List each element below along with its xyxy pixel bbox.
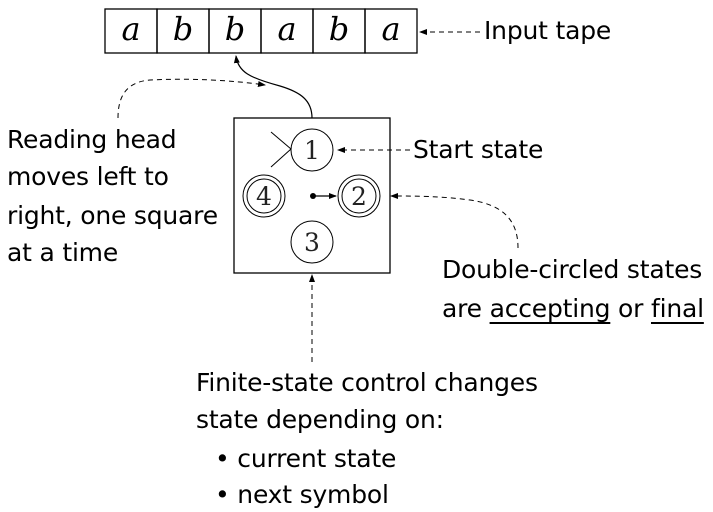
reading-head-line-2: moves left to (7, 162, 169, 191)
tape-symbol: b (225, 10, 245, 48)
bullet-text: next symbol (237, 480, 389, 509)
start-arrow-icon (270, 131, 292, 168)
state-3-label: 3 (304, 228, 320, 257)
bullet-icon: • (215, 444, 230, 473)
tape-cell: a (260, 8, 314, 54)
finite-control-line-1: Finite-state control changes (196, 368, 538, 397)
reading-head-line-3: right, one square (7, 201, 218, 230)
bullet-icon: • (215, 480, 230, 509)
reading-head-line-1: Reading head (7, 125, 177, 154)
reading-head-connector (233, 55, 313, 119)
final-term: final (650, 294, 704, 323)
double-circled-line-2: are accepting or final (442, 292, 704, 326)
are-text: are (442, 294, 490, 323)
start-state-label: Start state (413, 135, 544, 164)
tape-symbol: b (173, 10, 193, 48)
tape-cell: a (104, 8, 158, 54)
accepting-states-pointer (390, 193, 519, 249)
bullet-next-symbol: • next symbol (215, 478, 389, 512)
accepting-term: accepting (489, 294, 611, 323)
state-2: 2 (337, 174, 381, 218)
finite-control-line-2: state depending on: (196, 405, 444, 434)
state-3: 3 (290, 220, 334, 264)
tape-cell: a (364, 8, 418, 54)
current-state-indicator (310, 193, 337, 199)
tape-cell: b (156, 8, 210, 54)
state-1-label: 1 (304, 136, 320, 165)
tape-cell: b (312, 8, 366, 54)
tape-symbol: a (381, 10, 400, 48)
or-text: or (610, 294, 651, 323)
tape-symbol: b (329, 10, 349, 48)
bullet-current-state: • current state (215, 442, 396, 476)
double-circled-line-1: Double-circled states (442, 255, 703, 284)
state-4: 4 (242, 174, 286, 218)
bullet-text: current state (237, 444, 397, 473)
reading-head-pointer (117, 78, 266, 119)
state-2-label: 2 (351, 182, 367, 211)
tape-cell: b (208, 8, 262, 54)
state-4-label: 4 (256, 182, 272, 211)
tape-symbol: a (121, 10, 140, 48)
input-tape-label: Input tape (484, 16, 612, 45)
tape-symbol: a (277, 10, 296, 48)
reading-head-line-4: at a time (7, 238, 119, 267)
state-1: 1 (290, 128, 334, 172)
